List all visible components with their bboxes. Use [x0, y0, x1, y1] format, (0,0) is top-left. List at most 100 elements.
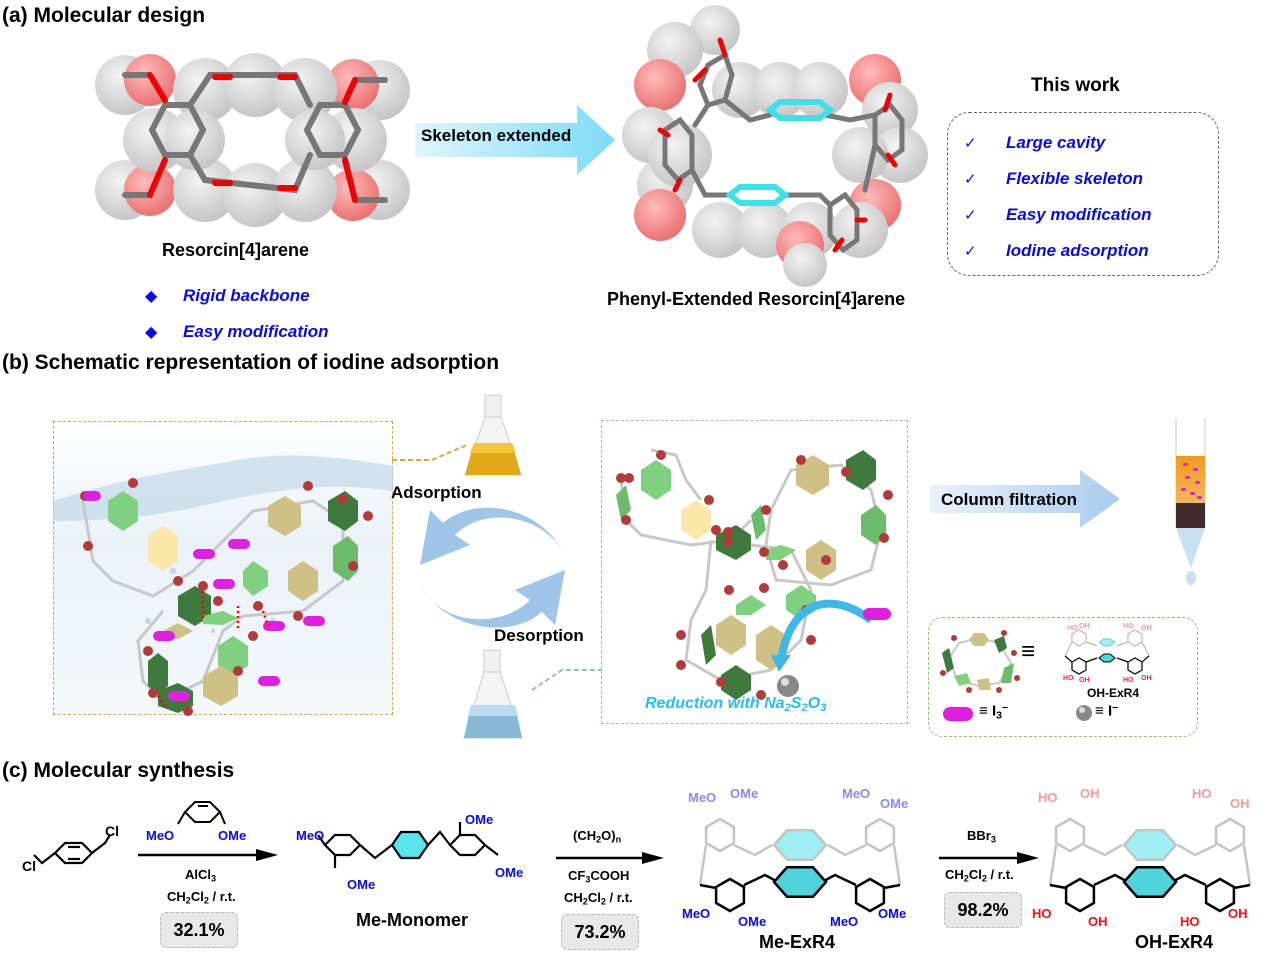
feature-text: Rigid backbone [183, 286, 310, 305]
triiodide-molecules [83, 491, 325, 701]
cycle-arrows-icon [420, 507, 565, 628]
yellow-flask-icon [464, 394, 522, 476]
bbr3-label: BBr3 [967, 828, 996, 844]
yield-badge-step3: 98.2% [944, 892, 1022, 928]
phenyl-extended-label: Phenyl-Extended Resorcin[4]arene [607, 289, 906, 309]
feature-list-resorcinarene: ◆ Rigid backbone ◆ Easy modification [145, 278, 328, 350]
functional-group-label: MeO [830, 914, 858, 929]
paraformaldehyde-label: (CH2O)n [573, 828, 621, 844]
solvent-sub: 2 [185, 895, 191, 906]
checkmark-icon: ✓ [964, 243, 977, 260]
feature-text: Large cavity [1006, 133, 1106, 152]
functional-group-label: OMe [738, 914, 766, 929]
svg-text:OH: OH [1079, 677, 1090, 684]
iodide-legend: ≡ I− [1095, 702, 1118, 720]
adsorption-scene [53, 455, 393, 716]
host-ring-icon [940, 630, 1020, 693]
column-filtration-label: Column filtration [941, 490, 1077, 509]
reaction-arrow-1 [138, 849, 278, 861]
solvent-sub: 2 [203, 895, 209, 906]
solvent-label-2: CH2Cl2 / r.t. [564, 890, 633, 907]
functional-group-label: OMe [878, 906, 906, 921]
flask-connector-lines [392, 444, 602, 691]
bond-top [698, 843, 902, 886]
diamond-bullet-icon: ◆ [145, 324, 158, 341]
aryl-ring-top [1214, 817, 1246, 853]
reduction-sub: 2 [784, 701, 791, 714]
reduction-sub: 2 [801, 701, 808, 714]
aryl-ring-bottom [714, 877, 746, 913]
functional-group-label: HO [1180, 914, 1200, 929]
functional-group-label: OMe [730, 786, 758, 801]
feature-item: ✓ Easy modification [964, 197, 1151, 233]
svg-text:HO: HO [1067, 625, 1078, 632]
feature-item: ✓ Flexible skeleton [964, 161, 1151, 197]
iodide-symbol: I [1107, 702, 1113, 720]
functional-group-label: OMe [880, 796, 908, 811]
svg-text:OH: OH [1141, 675, 1152, 682]
svg-text:HO: HO [1063, 675, 1074, 682]
yield-badge-step1: 32.1% [160, 912, 238, 948]
functional-group-label: OH [1230, 796, 1250, 811]
diamond-bullet-icon: ◆ [145, 288, 158, 305]
aryl-ring-top [1054, 817, 1086, 853]
svg-text:OH: OH [1141, 625, 1152, 632]
reagent-text: BBr [967, 828, 991, 843]
functional-group-label: MeO [842, 786, 870, 801]
triiodide-symbol: I [991, 702, 997, 720]
phenyl-extended-model [622, 5, 928, 287]
functional-group-label: OH [1088, 914, 1108, 929]
reduction-label: Reduction with Na2S2O3 [645, 695, 826, 714]
solvent-text: CH [167, 889, 186, 904]
checkmark-icon: ✓ [964, 135, 977, 152]
equivalence-symbol: ≡ [1021, 638, 1036, 665]
svg-text:OH: OH [1079, 623, 1090, 630]
reagent-group-meo: MeO [146, 828, 175, 843]
reagent-group-ome: OMe [218, 828, 247, 843]
functional-group-label: MeO [688, 790, 716, 805]
dimethoxybenzene-structure [177, 801, 226, 825]
triiodide-charge: − [1001, 702, 1009, 714]
hydrogen-bonds [156, 591, 270, 707]
reagent-text: O) [601, 828, 616, 843]
feature-item: ✓ Large cavity [964, 125, 1151, 161]
solvent-label-1: CH2Cl2 / r.t. [167, 889, 236, 905]
legend-host-name: OH-ExR4 [1087, 686, 1140, 700]
checkmark-icon: ✓ [964, 171, 977, 188]
group-ome: OMe [495, 865, 524, 880]
reduction-sub: 3 [820, 701, 827, 714]
column-filtration-arrow [930, 470, 1120, 528]
acid-label: CF3COOH [568, 868, 629, 884]
acid-sub: 3 [585, 874, 591, 885]
reagent-text: (CH [573, 828, 597, 843]
phenyl-spacer-top [1122, 829, 1178, 861]
feature-item: ✓ Iodine adsorption [964, 233, 1151, 269]
solvent-text: Cl [190, 889, 204, 904]
feature-text: Easy modification [1006, 205, 1152, 224]
reaction-arrow-2 [556, 852, 664, 864]
oh-exr4-label: OH-ExR4 [1135, 932, 1214, 952]
triiodide-icon [943, 707, 973, 721]
catalyst-sub: 3 [211, 873, 217, 884]
me-monomer-label: Me-Monomer [356, 910, 468, 930]
aryl-ring-bottom [1064, 877, 1096, 913]
group-meo: MeO [296, 828, 325, 843]
skeleton-extended-label: Skeleton extended [421, 126, 572, 145]
reduction-scene [616, 448, 893, 700]
bond-top [1048, 843, 1252, 886]
bond-bottom [699, 873, 901, 890]
this-work-box: ✓ Large cavity ✓ Flexible skeleton ✓ Eas… [947, 112, 1219, 276]
skeleton-extended-arrow [415, 105, 615, 175]
group-ome: OMe [465, 812, 494, 827]
reduction-text: Reduction with Na [645, 695, 785, 712]
aryl-ring-top [864, 817, 896, 853]
feature-text: Easy modification [183, 322, 329, 341]
reagent-sub: n [615, 834, 622, 845]
catalyst-label: AlCl3 [185, 867, 216, 883]
acid-text: CF [568, 868, 586, 883]
triiodide-legend: ≡ I3− [979, 702, 1008, 721]
triiodide-sub: 3 [996, 709, 1002, 722]
